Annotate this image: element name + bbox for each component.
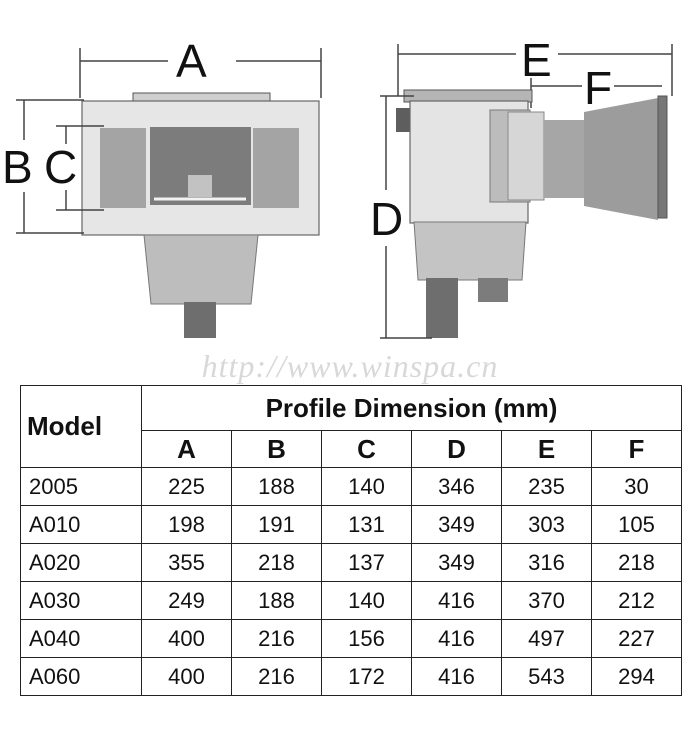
dimension-f-label: F — [584, 62, 612, 114]
value-cell: 218 — [591, 543, 682, 582]
model-cell: A020 — [20, 543, 142, 582]
value-cell: 172 — [321, 657, 412, 696]
front-right-panel — [253, 128, 299, 208]
value-cell: 225 — [141, 467, 232, 506]
value-cell: 416 — [411, 619, 502, 658]
table-row: A030 249 188 140 416 370 212 — [20, 581, 682, 620]
value-cell: 105 — [591, 505, 682, 544]
dimension-e-label: E — [521, 34, 552, 86]
table-row: A040 400 216 156 416 497 227 — [20, 619, 682, 658]
value-cell: 131 — [321, 505, 412, 544]
value-cell: 294 — [591, 657, 682, 696]
table-row: 2005 225 188 140 346 235 30 — [20, 467, 682, 506]
column-header-f: F — [591, 430, 682, 468]
side-view: E F D — [370, 34, 673, 339]
value-cell: 346 — [411, 467, 502, 506]
value-cell: 349 — [411, 543, 502, 582]
side-lower-housing — [413, 221, 527, 281]
model-header: Model — [20, 385, 142, 468]
column-header-e: E — [501, 430, 592, 468]
value-cell: 227 — [591, 619, 682, 658]
front-weir-flap — [188, 175, 212, 197]
side-outlet-pipe — [426, 278, 458, 338]
model-cell: A010 — [20, 505, 142, 544]
value-cell: 188 — [231, 467, 322, 506]
watermark-text: http://www.winspa.cn — [201, 348, 499, 384]
model-cell: 2005 — [20, 467, 142, 506]
column-header-a: A — [141, 430, 232, 468]
value-cell: 191 — [231, 505, 322, 544]
column-header-d: D — [411, 430, 502, 468]
model-cell: A040 — [20, 619, 142, 658]
value-cell: 216 — [231, 657, 322, 696]
front-lower-housing — [143, 234, 259, 305]
side-collar-ring-2 — [507, 111, 545, 201]
dimension-b-line — [16, 99, 84, 234]
column-header-b: B — [231, 430, 322, 468]
value-cell: 543 — [501, 657, 592, 696]
side-extension-body — [584, 98, 658, 220]
dimension-d-line — [380, 95, 432, 339]
table-header-row: Model Profile Dimension (mm) — [20, 385, 682, 468]
model-cell: A060 — [20, 657, 142, 696]
value-cell: 355 — [141, 543, 232, 582]
value-cell: 198 — [141, 505, 232, 544]
dimension-table: Model Profile Dimension (mm) A B C D E F… — [20, 385, 682, 696]
table-row: A020 355 218 137 349 316 218 — [20, 543, 682, 582]
value-cell: 316 — [501, 543, 592, 582]
side-front-plate — [657, 95, 668, 219]
dimension-e-line — [397, 44, 673, 96]
value-cell: 188 — [231, 581, 322, 620]
dimension-c-label: C — [44, 141, 77, 193]
model-cell: A030 — [20, 581, 142, 620]
dimension-a-label: A — [176, 35, 207, 87]
dimension-c-line — [56, 125, 104, 211]
value-cell: 235 — [501, 467, 592, 506]
table-subheader-row: A B C D E F — [21, 430, 682, 468]
skimmer-dimension-drawing: A B C — [2, 34, 673, 339]
value-cell: 212 — [591, 581, 682, 620]
value-cell: 218 — [231, 543, 322, 582]
dimension-b-label: B — [2, 141, 33, 193]
value-cell: 156 — [321, 619, 412, 658]
front-left-panel — [100, 128, 146, 208]
table-row: A060 400 216 172 416 543 294 — [20, 657, 682, 696]
dimension-d-label: D — [370, 193, 403, 245]
front-view: A B C — [2, 35, 322, 338]
value-cell: 249 — [141, 581, 232, 620]
table-row: A010 198 191 131 349 303 105 — [20, 505, 682, 544]
side-equalizer-pipe — [478, 278, 508, 302]
side-flange-lip — [396, 108, 410, 132]
column-header-c: C — [321, 430, 412, 468]
value-cell: 140 — [321, 467, 412, 506]
value-cell: 303 — [501, 505, 592, 544]
value-cell: 497 — [501, 619, 592, 658]
value-cell: 370 — [501, 581, 592, 620]
value-cell: 30 — [591, 467, 682, 506]
side-top-flange — [403, 89, 533, 103]
side-extension-tube — [544, 120, 584, 198]
value-cell: 400 — [141, 619, 232, 658]
value-cell: 137 — [321, 543, 412, 582]
value-cell: 400 — [141, 657, 232, 696]
dimension-a-line — [79, 48, 322, 98]
value-cell: 216 — [231, 619, 322, 658]
value-cell: 416 — [411, 657, 502, 696]
value-cell: 140 — [321, 581, 412, 620]
front-outlet-pipe — [184, 302, 216, 338]
value-cell: 349 — [411, 505, 502, 544]
value-cell: 416 — [411, 581, 502, 620]
profile-dimension-header: Profile Dimension (mm) — [141, 385, 682, 431]
